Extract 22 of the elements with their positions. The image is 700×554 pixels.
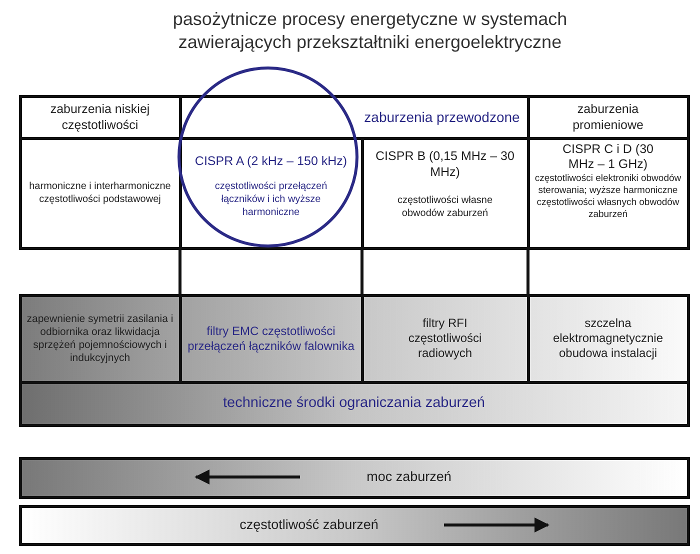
- diagram-title: pasożytnicze procesy energetyczne w systemach zawierających przekształtniki energoelektryczne: [172, 8, 568, 54]
- cell-text: filtry EMC częstotliwości przełączeń łączników falownika: [186, 324, 356, 354]
- cell-text: częstotliwości własne obwodów zaburzeń: [396, 194, 494, 220]
- gradient-bar: [18, 504, 690, 546]
- cell-text: zaburzenia przewodzone: [363, 108, 520, 127]
- cell-text: zapewnienie symetrii zasilania i odbiornika oraz likwidacja sprzężeń pojemnościowych i indukcyjnych: [26, 312, 174, 364]
- cell-text: zaburzenia promieniowe: [572, 101, 644, 133]
- table-cell: [18, 294, 182, 384]
- cell-text: moc zaburzeń: [366, 468, 452, 486]
- cell-text: techniczne środki ograniczania zaburzeń: [223, 394, 485, 413]
- cell-heading: CISPR C i D (30 MHz – 1 GHz): [562, 142, 654, 172]
- cell-text: zaburzenia niskiej częstotliwości: [49, 101, 151, 133]
- cell-heading: CISPR B (0,15 MHz – 30 MHz): [374, 148, 516, 180]
- cell-text: częstotliwość zaburzeń: [240, 516, 380, 534]
- cell-text: harmoniczne i interharmoniczne częstotliwości podstawowej: [28, 180, 172, 206]
- cell-heading: CISPR A (2 kHz – 150 kHz): [194, 152, 348, 170]
- column-header: [18, 94, 182, 140]
- cell-text: częstotliwości elektroniki obwodów sterowania; wyższe harmoniczne częstotliwości własnych obwodów zaburzeń: [534, 172, 682, 220]
- cell-text: szczelna elektromagnetycznie obudowa instalacji: [552, 316, 664, 361]
- cell-text: filtry RFI częstotliwości radiowych: [407, 316, 483, 361]
- gradient-bar: [18, 456, 690, 498]
- cell-text: częstotliwości przełączeń łączników i ich wyższe harmoniczne: [214, 180, 328, 220]
